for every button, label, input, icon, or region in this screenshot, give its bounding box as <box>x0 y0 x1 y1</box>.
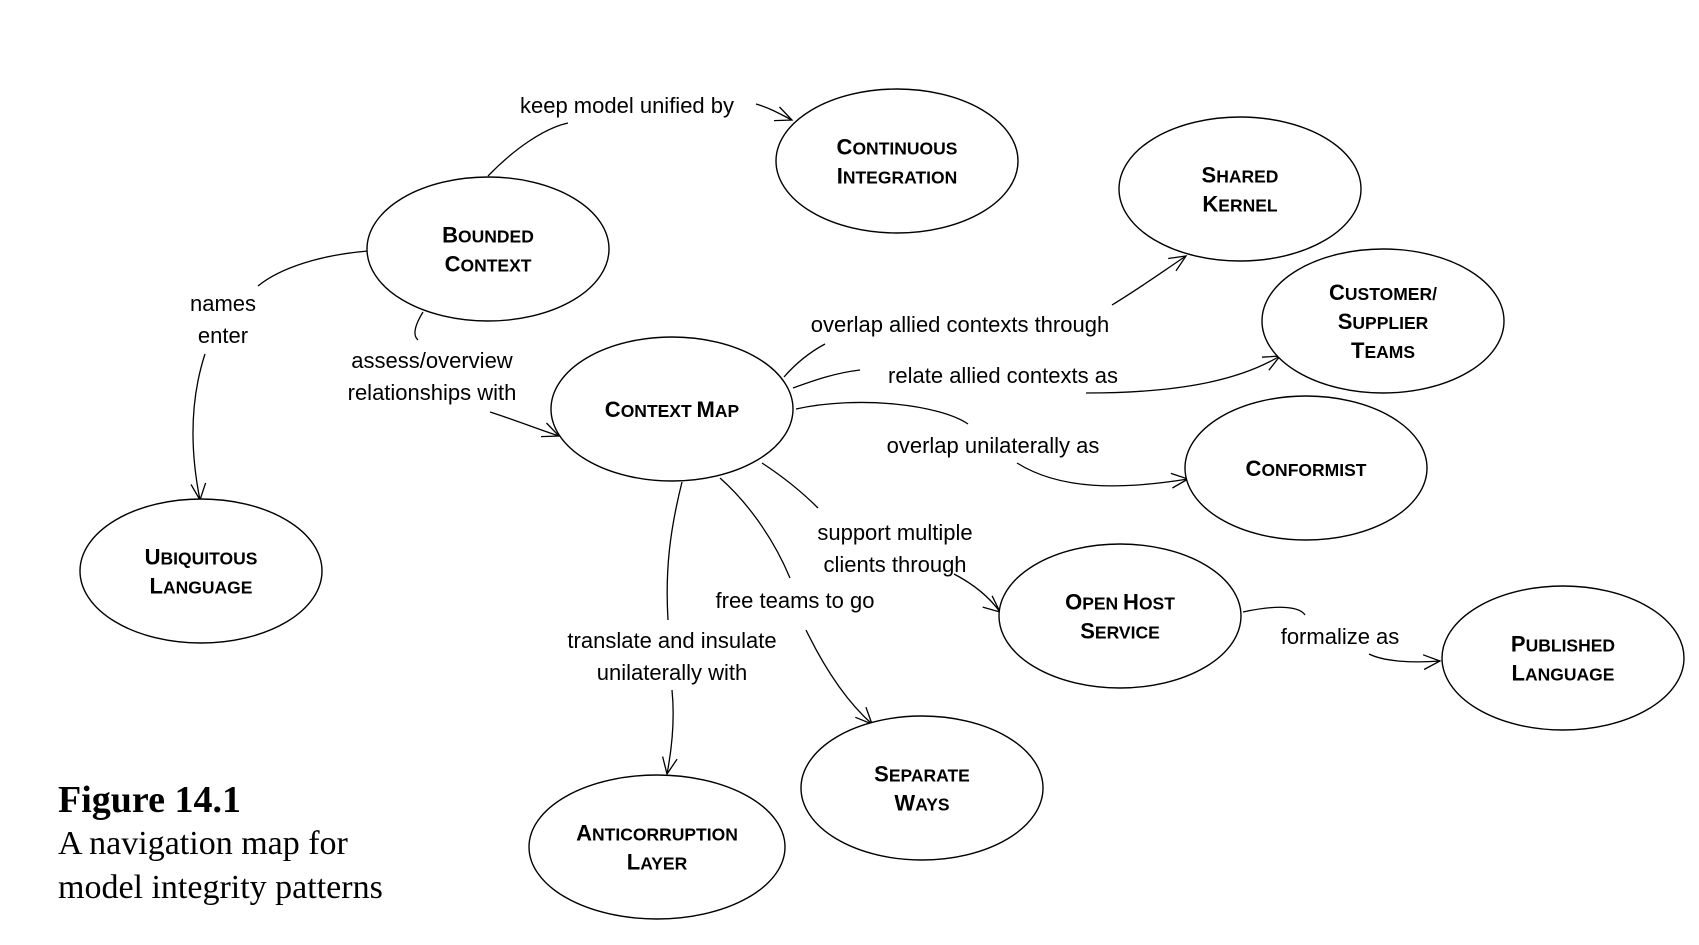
edge-line <box>1111 255 1187 306</box>
arrowhead-icon <box>1422 654 1442 671</box>
edge-line <box>1085 355 1281 394</box>
edge-line <box>414 311 424 341</box>
edge-line <box>257 250 369 287</box>
node-ellipse <box>1441 585 1685 731</box>
edge-label-bc-ci: keep model unified by <box>520 93 734 118</box>
edge-line <box>792 369 861 389</box>
edge-label-cm-sw: free teams to go <box>716 588 875 613</box>
edge-line <box>487 122 569 177</box>
node-context-map: CONTEXT MAP <box>550 336 794 482</box>
edge-line <box>755 103 793 121</box>
node-label-conformist: CONFORMIST <box>1246 456 1367 481</box>
node-ellipse <box>1261 248 1505 394</box>
figure-caption-line-2: model integrity patterns <box>58 869 383 906</box>
figure-title: Figure 14.1 <box>58 779 241 821</box>
edge-line <box>1016 462 1189 487</box>
edge-cm-acl <box>661 481 683 776</box>
edge-line <box>666 689 674 775</box>
figure-caption-line-1: A navigation map for <box>58 825 348 862</box>
node-ellipse <box>775 88 1019 234</box>
edge-line <box>761 462 819 509</box>
arrowhead-icon <box>773 106 794 122</box>
edge-line <box>1242 606 1306 616</box>
edge-line <box>719 477 791 579</box>
node-ellipse <box>79 498 323 644</box>
edge-label-cm-sk: overlap allied contexts through <box>811 312 1109 337</box>
edge-line <box>192 353 206 501</box>
edge-line <box>489 411 560 437</box>
node-ellipse <box>528 774 786 920</box>
arrowhead-icon <box>1168 255 1188 272</box>
node-label-context-map: CONTEXT MAP <box>605 397 740 422</box>
node-ellipse <box>800 715 1044 861</box>
edge-line <box>953 573 1001 613</box>
node-conformist: CONFORMIST <box>1184 395 1428 541</box>
edge-bc-cm <box>414 311 561 438</box>
node-ellipse <box>1118 116 1362 262</box>
edge-ohs-pl <box>1242 606 1442 671</box>
edge-bc-ul <box>190 250 369 502</box>
edge-bc-ci <box>487 103 794 177</box>
edge-line <box>805 629 873 725</box>
edge-line <box>795 401 969 425</box>
arrowhead-icon <box>661 756 678 776</box>
edge-line <box>1368 653 1441 663</box>
edge-line <box>666 481 683 621</box>
node-ellipse <box>998 543 1242 689</box>
edge-label-cm-cst: relate allied contexts as <box>888 363 1118 388</box>
edge-line <box>783 343 826 378</box>
edge-cm-sk <box>783 255 1188 378</box>
edge-label-cm-cf: overlap unilaterally as <box>887 433 1100 458</box>
node-ellipse <box>366 176 610 322</box>
edge-label-ohs-pl: formalize as <box>1281 624 1400 649</box>
node-ellipse <box>1184 395 1428 541</box>
node-ellipse <box>550 336 794 482</box>
figure-caption: Figure 14.1 A navigation map for model i… <box>58 778 383 910</box>
